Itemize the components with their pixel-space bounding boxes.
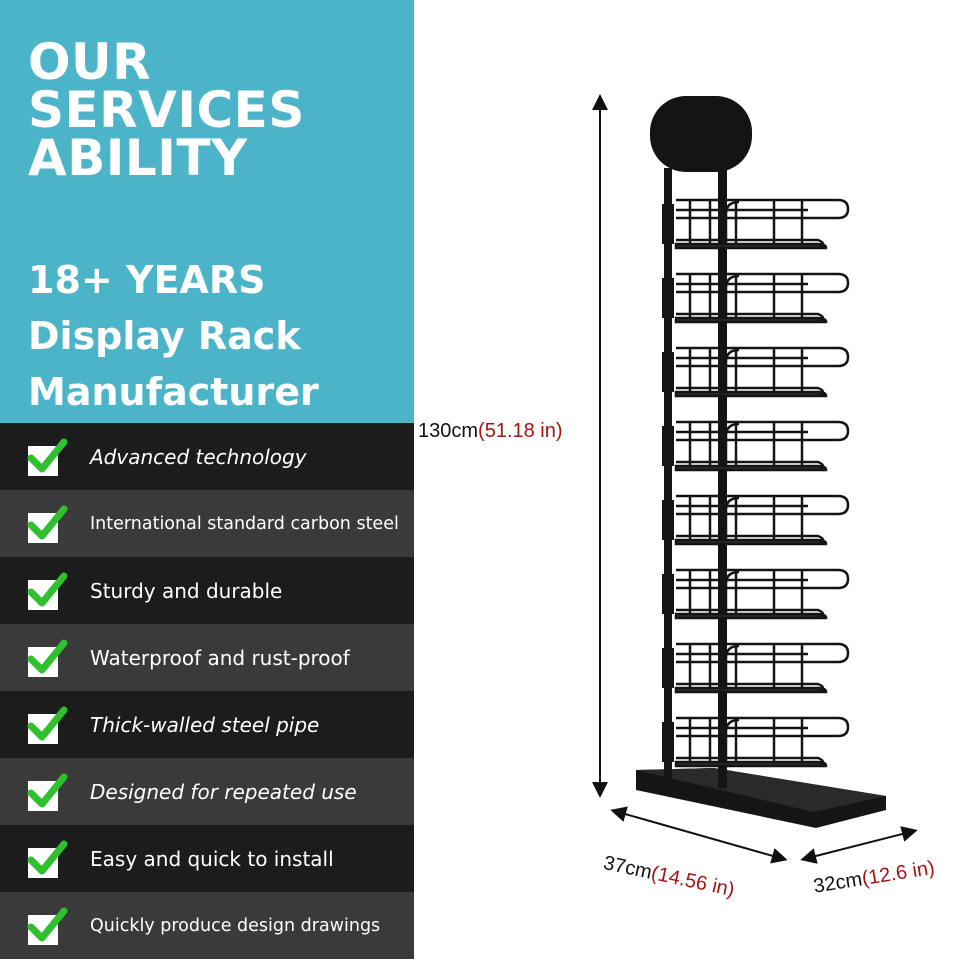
feature-row: Advanced technology — [0, 423, 414, 490]
green-check-icon — [27, 840, 68, 878]
width-dimension-arrow — [610, 806, 788, 864]
feature-label: Easy and quick to install — [90, 846, 334, 871]
feature-label: Sturdy and durable — [90, 578, 283, 603]
headline-line-3: ABILITY — [28, 129, 248, 187]
rack-shelf — [662, 642, 850, 694]
height-inch: (51.18 in) — [478, 420, 563, 442]
rack-pole-right — [718, 168, 727, 788]
height-dimension-label: 130cm(51.18 in) — [418, 420, 563, 443]
subhead: 18+ YEARS Display Rack Manufacturer — [28, 252, 319, 420]
depth-dimension-arrow — [800, 826, 918, 864]
green-check-icon — [27, 505, 68, 543]
feature-row: Easy and quick to install — [0, 825, 414, 892]
subhead-line-2: Display Rack — [28, 314, 301, 358]
teal-header-block: OUR SERVICES ABILITY 18+ YEARS Display R… — [0, 0, 414, 423]
subhead-line-1: 18+ YEARS — [28, 258, 266, 302]
feature-label: Thick-walled steel pipe — [90, 712, 320, 737]
feature-label: Advanced technology — [90, 444, 307, 469]
rack-shelf — [662, 568, 850, 620]
height-cm: 130cm — [418, 420, 479, 442]
product-image-area: 130cm(51.18 in) 37cm(14.56 in) 32cm(12.6… — [414, 0, 960, 960]
green-check-icon — [27, 907, 68, 945]
display-rack-illustration — [592, 94, 918, 864]
rack-shelf — [662, 346, 850, 398]
green-check-icon — [27, 773, 68, 811]
feature-row: Waterproof and rust-proof — [0, 624, 414, 691]
feature-label: Waterproof and rust-proof — [90, 645, 350, 670]
info-panel: OUR SERVICES ABILITY 18+ YEARS Display R… — [0, 0, 414, 960]
rack-shelves — [662, 198, 850, 768]
rack-shelf — [662, 494, 850, 546]
green-check-icon — [27, 706, 68, 744]
green-check-icon — [27, 438, 68, 476]
green-check-icon — [27, 572, 68, 610]
feature-label: International standard carbon steel — [90, 513, 399, 534]
rack-shelf — [662, 716, 850, 768]
headline: OUR SERVICES ABILITY — [28, 33, 305, 187]
subhead-line-3: Manufacturer — [28, 370, 319, 414]
rack-shelf — [662, 198, 850, 250]
rack-shelf — [662, 420, 850, 472]
feature-row: Quickly produce design drawings — [0, 892, 414, 959]
feature-row: Sturdy and durable — [0, 557, 414, 624]
feature-row: International standard carbon steel — [0, 490, 414, 557]
green-check-icon — [27, 639, 68, 677]
feature-row: Designed for repeated use — [0, 758, 414, 825]
feature-label: Quickly produce design drawings — [90, 915, 381, 936]
headline-line-1: OUR — [28, 33, 152, 91]
headline-line-2: SERVICES — [28, 81, 305, 139]
rack-pole-left — [664, 168, 672, 780]
rack-shelf — [662, 272, 850, 324]
feature-row: Thick-walled steel pipe — [0, 691, 414, 758]
feature-label: Designed for repeated use — [90, 779, 357, 804]
rack-top-sign — [650, 96, 752, 172]
